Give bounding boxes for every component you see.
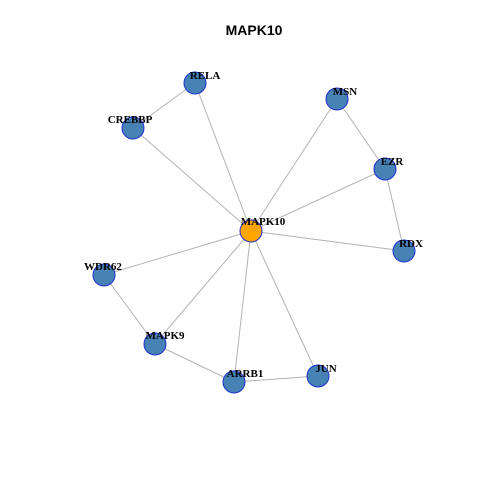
edge-mapk10-msn [250,98,338,232]
node-mapk10 [239,219,263,243]
node-wdr62 [92,263,116,287]
node-label-msn: MSN [333,86,358,98]
label-layer: MAPK10 RELA CREBBP MSN EZR RDX WDR62MAPK9ARRB1… [84,70,423,380]
edge-layer [103,82,405,383]
node-label-arrb1: ARRB1 [227,368,264,380]
edge-mapk10-arrb1 [233,230,252,383]
edge-mapk10-jun [250,230,319,377]
node-rela [183,71,207,95]
edge-wdr62-mapk9 [103,274,156,345]
graph-title: MAPK10 [226,22,283,38]
edge-mapk10-rela [194,82,252,232]
node-layer [92,71,416,394]
edge-arrb1-jun [233,375,319,383]
edge-mapk10-crebbp [132,127,252,232]
node-crebbp [121,116,145,140]
node-label-rdx: RDX [399,238,423,250]
edge-ezr-rdx [384,168,405,252]
edge-msn-ezr [336,98,386,170]
node-label-crebbp: CREBBP [108,114,153,126]
node-arrb1 [222,370,246,394]
node-label-wdr62: WDR62 [84,261,122,273]
node-label-ezr: EZR [381,156,405,168]
edge-mapk10-mapk9 [154,230,252,345]
node-ezr [373,157,397,181]
node-rdx [392,239,416,263]
node-msn [325,87,349,111]
edge-mapk10-ezr [250,168,386,232]
node-jun [306,364,330,388]
node-label-rela: RELA [190,70,221,82]
edge-mapk10-rdx [250,230,405,252]
node-label-jun: JUN [315,363,336,375]
node-label-mapk9: MAPK9 [145,330,185,342]
node-mapk9 [143,332,167,356]
edge-mapk10-wdr62 [103,230,252,276]
node-label-mapk10: MAPK10 [241,216,286,228]
edge-rela-crebbp [132,82,196,129]
edge-mapk9-arrb1 [154,343,235,383]
